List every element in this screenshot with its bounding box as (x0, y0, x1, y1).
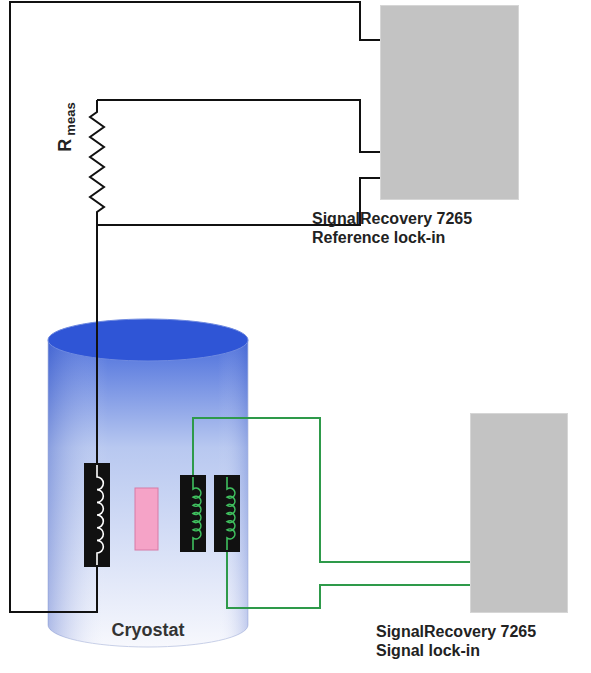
pickup-wire (227, 552, 249, 608)
cryostat-body (48, 340, 248, 647)
wire (47, 567, 97, 612)
wire (96, 318, 98, 463)
cryostat-illustration (47, 318, 249, 648)
pickup-wire (249, 585, 470, 608)
coil-winding (227, 477, 235, 550)
cryostat-vessel: Cryostat (47, 318, 249, 648)
resistor-name: R (55, 139, 75, 152)
excitation-coil (84, 463, 110, 567)
pickup-coil (180, 475, 206, 552)
cryostat-shading (48, 340, 248, 647)
lock-in-amplifier: SignalRecovery 7265 Reference lock-in (380, 5, 519, 200)
resistor-label: Rmeas (55, 87, 77, 167)
pickup-wire (193, 418, 249, 475)
lock-in-amplifier: SignalRecovery 7265 Signal lock-in (470, 413, 568, 613)
coil-winding (97, 465, 103, 565)
instrument-label: SignalRecovery 7265 Signal lock-in (376, 622, 582, 660)
instrument-label: SignalRecovery 7265 Reference lock-in (312, 209, 532, 247)
cryostat-top (48, 319, 248, 361)
wire (96, 225, 98, 320)
pickup-wire (249, 418, 470, 562)
sample (135, 488, 158, 550)
wire (97, 100, 380, 152)
pickup-coil (214, 475, 240, 552)
vessel-label: Cryostat (47, 620, 249, 640)
coil-winding (193, 477, 201, 550)
resistor-symbol (90, 100, 104, 225)
resistor-subscript: meas (63, 102, 78, 135)
